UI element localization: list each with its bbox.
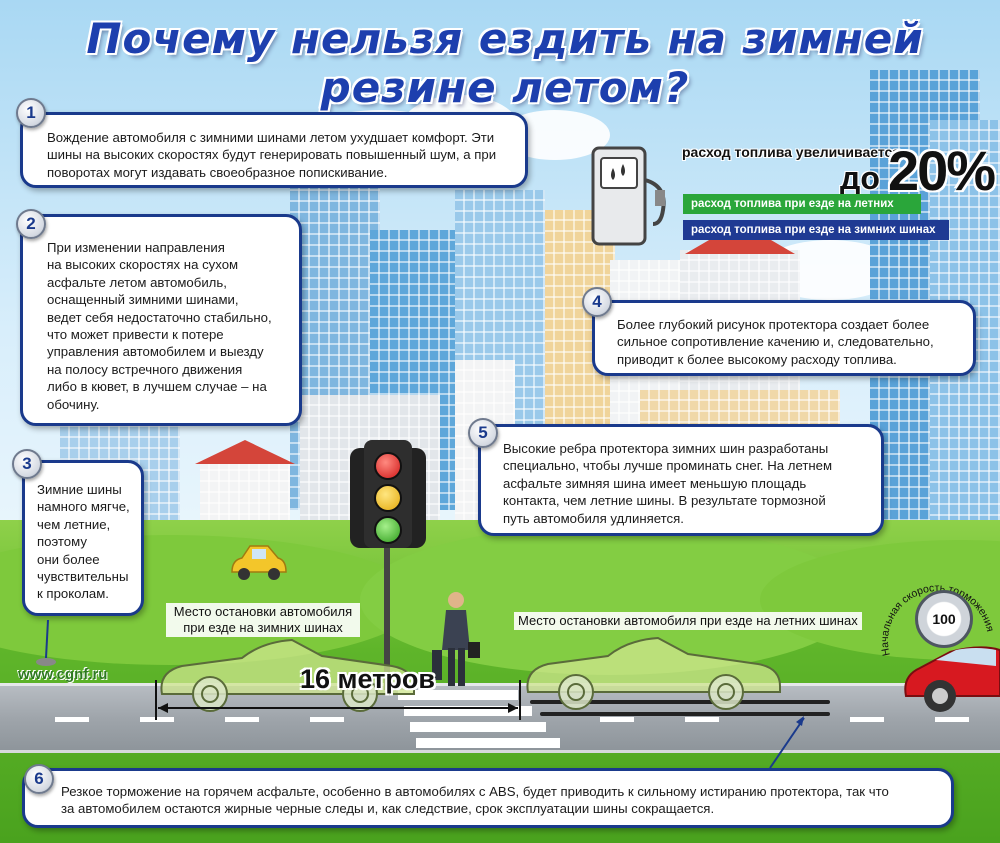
callout-2-number: 2: [16, 209, 46, 239]
lane-marking: [310, 717, 344, 722]
traffic-light-pole: [384, 540, 390, 690]
callout-2: При изменении направления на высоких ско…: [20, 214, 302, 426]
callout-3: Зимние шины намного мягче, чем летние, п…: [22, 460, 144, 616]
callout-4-text: Более глубокий рисунок протектора создае…: [617, 317, 934, 367]
callout-5: Высокие ребра протектора зимних шин разр…: [478, 424, 884, 536]
crosswalk-stripe: [416, 738, 560, 748]
speed-value: 100: [932, 611, 956, 627]
crosswalk-stripe: [410, 722, 546, 732]
callout-6: Резкое торможение на горячем асфальте, о…: [22, 768, 954, 828]
callout-1-number: 1: [16, 98, 46, 128]
crosswalk-stripe: [404, 706, 532, 716]
fuel-percent: 20%: [888, 139, 996, 202]
distance-arrow: [155, 680, 521, 720]
crosswalk-stripe: [398, 690, 518, 700]
callout-3-number: 3: [12, 449, 42, 479]
callout-4: Более глубокий рисунок протектора создае…: [592, 300, 976, 376]
lane-marking: [850, 717, 884, 722]
fuel-headline: расход топлива увеличивается: [682, 144, 901, 160]
pedestrian: [432, 592, 480, 686]
site-url: www.cgnf.ru: [18, 666, 108, 683]
distance-label: 16 метров: [300, 664, 435, 694]
yellow-lamp: [374, 484, 402, 512]
summer-stop-label: Место остановки автомобиля при езде на л…: [514, 612, 862, 630]
yellow-car: [231, 545, 287, 580]
callout-1-text: Вождение автомобиля с зимними шинами лет…: [47, 130, 497, 180]
callout-4-number: 4: [582, 287, 612, 317]
callout-5-text: Высокие ребра протектора зимних шин разр…: [503, 441, 833, 526]
winter-car: [160, 638, 415, 712]
callout-6-text: Резкое торможение на горячем асфальте, о…: [61, 784, 889, 817]
green-lamp: [374, 516, 402, 544]
red-lamp: [374, 452, 402, 480]
bar-summer: расход топлива при езде на летних шинах: [683, 194, 921, 230]
speedometer-icon: 100: [915, 590, 973, 648]
lane-marking: [685, 717, 719, 722]
callout-3-text: Зимние шины намного мягче, чем летние, п…: [37, 482, 130, 602]
nail-icon: [36, 620, 56, 666]
lane-marking: [935, 717, 969, 722]
bar-winter: расход топлива при езде на зимних шинах: [683, 220, 949, 240]
summer-car: [526, 636, 781, 710]
fuel-pump-icon: [591, 146, 666, 246]
lane-marking: [55, 717, 89, 722]
callout-1: Вождение автомобиля с зимними шинами лет…: [20, 112, 528, 188]
page-title: Почему нельзя ездить на зимней резине ле…: [86, 14, 924, 112]
skid-mark: [530, 700, 830, 704]
callout-2-text: При изменении направления на высоких ско…: [47, 240, 272, 412]
lane-marking: [225, 717, 259, 722]
pointer-line: [769, 716, 805, 769]
skid-mark: [540, 712, 830, 716]
fuel-prefix: до: [840, 160, 880, 196]
callout-5-number: 5: [468, 418, 498, 448]
winter-stop-label: Место остановки автомобиля при езде на з…: [166, 603, 360, 637]
lane-marking: [600, 717, 634, 722]
red-car: [904, 646, 1000, 712]
callout-6-number: 6: [24, 764, 54, 794]
